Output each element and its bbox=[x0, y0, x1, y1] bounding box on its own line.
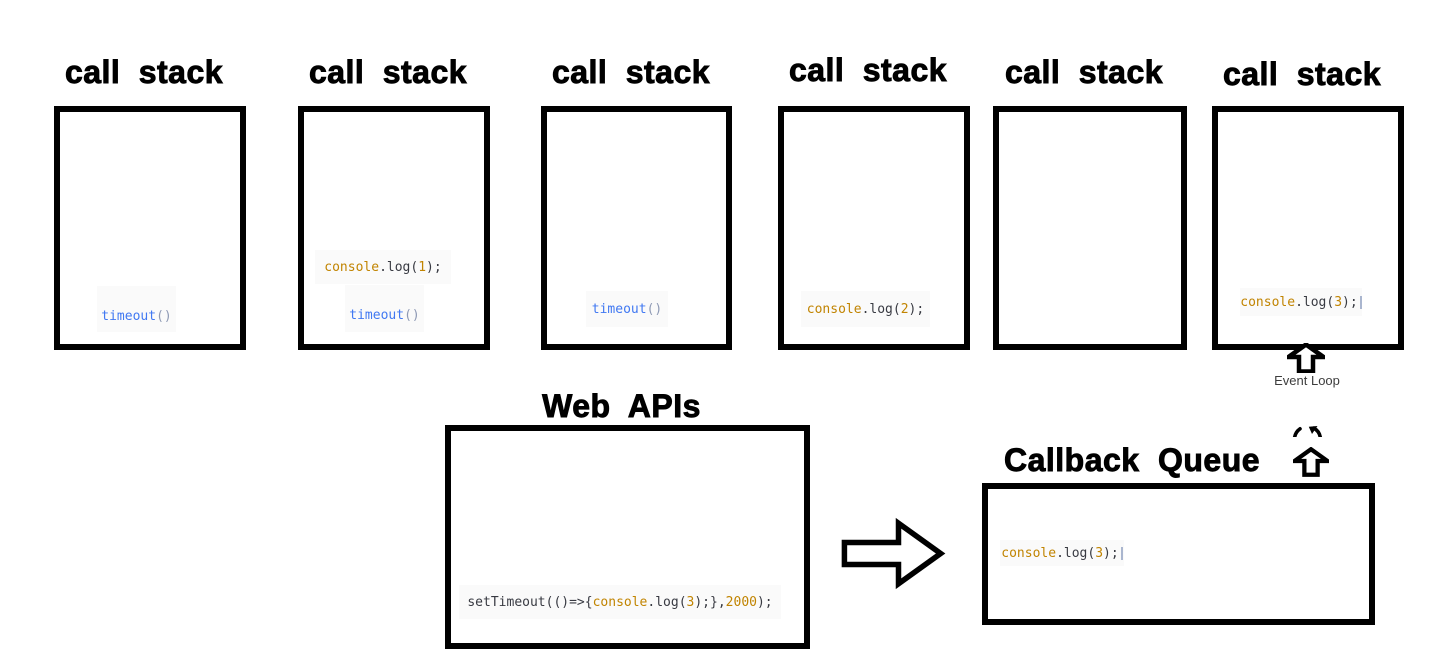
text-cursor bbox=[1120, 546, 1123, 560]
text-cursor bbox=[1359, 295, 1362, 309]
call-stack-box-5 bbox=[993, 106, 1187, 350]
call-stack-title-5: call stack bbox=[1004, 54, 1164, 91]
call-stack-title-1: call stack bbox=[64, 54, 224, 91]
callback-queue-box: console.log(3); bbox=[982, 483, 1375, 625]
stack-frame-timeout: timeout() bbox=[586, 291, 668, 327]
web-apis-box: setTimeout(()=>{console.log(3);},2000); bbox=[445, 425, 810, 649]
event-loop-label: Event Loop bbox=[1274, 373, 1340, 388]
call-stack-title-3: call stack bbox=[551, 54, 711, 91]
web-apis-title: Web APIs bbox=[542, 388, 701, 425]
call-stack-title-2: call stack bbox=[308, 54, 468, 91]
call-stack-title-4: call stack bbox=[788, 52, 948, 89]
call-stack-box-1: timeout() bbox=[54, 106, 246, 350]
stack-frame-console-log-1: console.log(1); bbox=[315, 250, 451, 284]
stack-frame-timeout: timeout() bbox=[345, 285, 424, 332]
stack-frame-console-log-2: console.log(2); bbox=[801, 291, 930, 327]
call-stack-box-6: console.log(3); bbox=[1212, 106, 1404, 350]
call-stack-title-6: call stack bbox=[1222, 56, 1382, 93]
call-stack-box-3: timeout() bbox=[541, 106, 732, 350]
stack-frame-timeout: timeout() bbox=[97, 286, 176, 332]
clockwise-loop-arrow-icon bbox=[1292, 426, 1323, 437]
queue-to-stack-up-arrow-icon bbox=[1293, 447, 1329, 477]
stack-frame-console-log-3: console.log(3); bbox=[1240, 288, 1362, 316]
call-stack-box-2: console.log(1); timeout() bbox=[298, 106, 490, 350]
hollow-right-arrow-icon bbox=[841, 517, 946, 590]
callback-queue-title: Callback Queue bbox=[1003, 442, 1261, 479]
queued-callback-console-log-3: console.log(3); bbox=[1000, 540, 1124, 566]
web-apis-settimeout-code: setTimeout(()=>{console.log(3);},2000); bbox=[459, 585, 781, 619]
call-stack-box-4: console.log(2); bbox=[778, 106, 970, 350]
event-loop-up-arrow-icon bbox=[1287, 343, 1325, 373]
